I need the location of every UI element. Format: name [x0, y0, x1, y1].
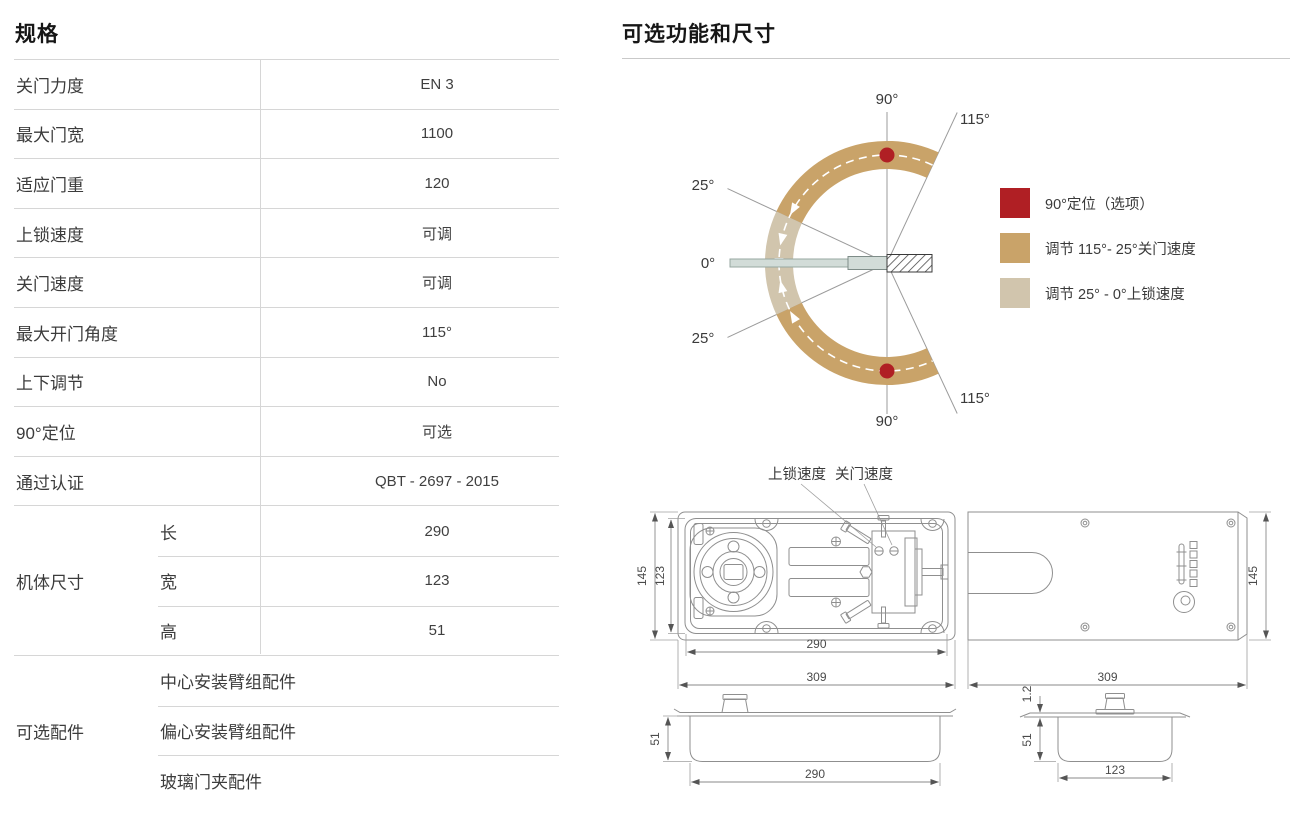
arc-closing-speed-lower	[776, 302, 939, 386]
spec-row-closing-speed: 关门速度 可调	[14, 257, 559, 307]
legend-label-closing-speed: 调节 115°- 25°关门速度	[1045, 241, 1196, 258]
cover-plate-dimensions: 145 309	[967, 511, 1271, 689]
callout-close-speed: 关门速度	[835, 466, 893, 483]
sub-label: 长	[160, 523, 177, 543]
spec-table: 关门力度 EN 3 最大门宽 1100 适应门重 120 上锁速度 可调 关门速…	[14, 59, 559, 805]
spec-value: 290	[424, 522, 450, 540]
accessory-row-center-arm: 中心安装臂组配件	[14, 656, 559, 706]
spec-section-title: 规格	[15, 23, 59, 46]
spec-row-latching-speed: 上锁速度 可调	[14, 207, 559, 258]
side-view: 51 290	[648, 694, 957, 786]
spec-label: 最大门宽	[16, 126, 84, 146]
callout-lock-speed: 上锁速度	[768, 466, 826, 483]
angle-label-0: 0°	[701, 255, 715, 272]
accessory-row-offset-arm: 偏心安装臂组配件	[14, 705, 559, 756]
angle-label-90-top: 90°	[876, 91, 899, 108]
dim-body-height-inner: 123	[653, 566, 667, 586]
dim-end-height: 51	[1020, 733, 1034, 747]
body-size-group: 机体尺寸 长 290 宽 123 高 51	[14, 505, 559, 655]
spec-label: 关门力度	[16, 76, 84, 96]
accessory-row-glass-clamp: 玻璃门夹配件	[14, 755, 559, 805]
body-size-row-length: 长 290	[14, 506, 559, 556]
angle-label-115-bottom: 115°	[960, 390, 990, 407]
spec-value: 1100	[420, 125, 454, 143]
dim-cover-height: 145	[1246, 566, 1260, 586]
spec-row-hold-open-90: 90°定位 可选	[14, 406, 559, 456]
spec-value: 51	[428, 621, 446, 639]
spec-label: 通过认证	[16, 473, 84, 493]
door-holder	[847, 256, 888, 270]
spec-value: EN 3	[420, 75, 454, 93]
sub-label: 高	[160, 622, 177, 642]
dim-body-width-inner: 290	[806, 637, 826, 651]
hold-open-dot-top	[879, 147, 895, 163]
wall-hatch	[886, 254, 933, 273]
spec-value: 可调	[421, 275, 452, 293]
spec-value: 可调	[421, 225, 452, 243]
angle-label-25-lower: 25°	[692, 330, 715, 347]
spec-row-door-weight: 适应门重 120	[14, 158, 559, 208]
spec-label: 上锁速度	[16, 225, 84, 245]
accessories-group: 可选配件 中心安装臂组配件 偏心安装臂组配件 玻璃门夹配件	[14, 655, 559, 805]
dim-body-width-outer: 309	[806, 670, 826, 684]
spec-value: QBT - 2697 - 2015	[375, 472, 499, 490]
spec-row-max-opening-angle: 最大开门角度 115°	[14, 306, 559, 357]
dim-side-width: 290	[805, 767, 825, 781]
body-size-row-width: 宽 123	[14, 555, 559, 606]
angle-label-90-bottom: 90°	[876, 413, 899, 430]
accessory-item: 偏心安装臂组配件	[160, 723, 296, 743]
spec-row-certification: 通过认证 QBT - 2697 - 2015	[14, 455, 559, 506]
dim-cover-thickness: 1.2	[1020, 685, 1034, 702]
spec-label: 最大开门角度	[16, 324, 118, 344]
options-title-underline	[622, 58, 1290, 59]
side-view-dimensions: 51 290	[648, 715, 941, 786]
table-column-divider	[260, 59, 261, 654]
body-top-view: 145 123 290 309	[635, 511, 956, 689]
spec-value: 120	[424, 174, 450, 192]
spec-label: 适应门重	[16, 175, 84, 195]
dim-cover-width: 309	[1097, 670, 1117, 684]
spec-value: No	[427, 373, 447, 391]
spec-value: 123	[424, 572, 450, 590]
spec-label: 关门速度	[16, 275, 84, 295]
brand-mark	[1173, 541, 1198, 613]
legend-label-latching-speed: 调节 25° - 0°上锁速度	[1045, 286, 1185, 303]
cover-plate-view: 145 309	[967, 511, 1271, 689]
angle-label-25-upper: 25°	[692, 177, 715, 194]
end-view-dimensions: 1.2 51 123	[1020, 685, 1173, 782]
spec-label: 上下调节	[16, 374, 84, 394]
group-label-body-size: 机体尺寸	[16, 573, 84, 593]
sub-label: 宽	[160, 573, 177, 593]
body-top-view-dimensions: 145 123 290 309	[635, 511, 956, 689]
dim-side-height: 51	[648, 732, 662, 746]
spec-row-closing-force: 关门力度 EN 3	[14, 59, 559, 109]
dim-end-width: 123	[1105, 763, 1125, 777]
accessory-item: 玻璃门夹配件	[160, 772, 262, 792]
legend: 90°定位（选项） 调节 115°- 25°关门速度 调节 25° - 0°上锁…	[1000, 188, 1196, 308]
swing-angle-diagram: 90° 115° 25° 0° 25° 115° 90°	[692, 91, 990, 430]
options-section-title: 可选功能和尺寸	[622, 23, 776, 46]
legend-swatch-closing-speed	[1000, 233, 1030, 263]
legend-label-hold-open: 90°定位（选项）	[1045, 196, 1154, 213]
spec-row-vertical-adjustment: 上下调节 No	[14, 356, 559, 407]
arc-closing-speed-upper	[776, 140, 939, 224]
spec-value: 115°	[422, 323, 452, 341]
angle-label-115-top: 115°	[960, 111, 990, 128]
accessory-item: 中心安装臂组配件	[160, 673, 296, 693]
adjustment-callouts: 上锁速度 关门速度	[768, 466, 893, 548]
spec-value: 可选	[421, 423, 452, 441]
legend-swatch-latching-speed	[1000, 278, 1030, 308]
body-size-row-height: 高 51	[14, 605, 559, 656]
end-view: 1.2 51 123	[1019, 685, 1191, 782]
group-label-accessories: 可选配件	[16, 723, 84, 743]
spec-row-max-door-width: 最大门宽 1100	[14, 108, 559, 159]
hold-open-dot-bottom	[879, 363, 895, 379]
legend-swatch-hold-open	[1000, 188, 1030, 218]
dim-body-height-outer: 145	[635, 566, 649, 586]
spec-label: 90°定位	[16, 423, 76, 443]
